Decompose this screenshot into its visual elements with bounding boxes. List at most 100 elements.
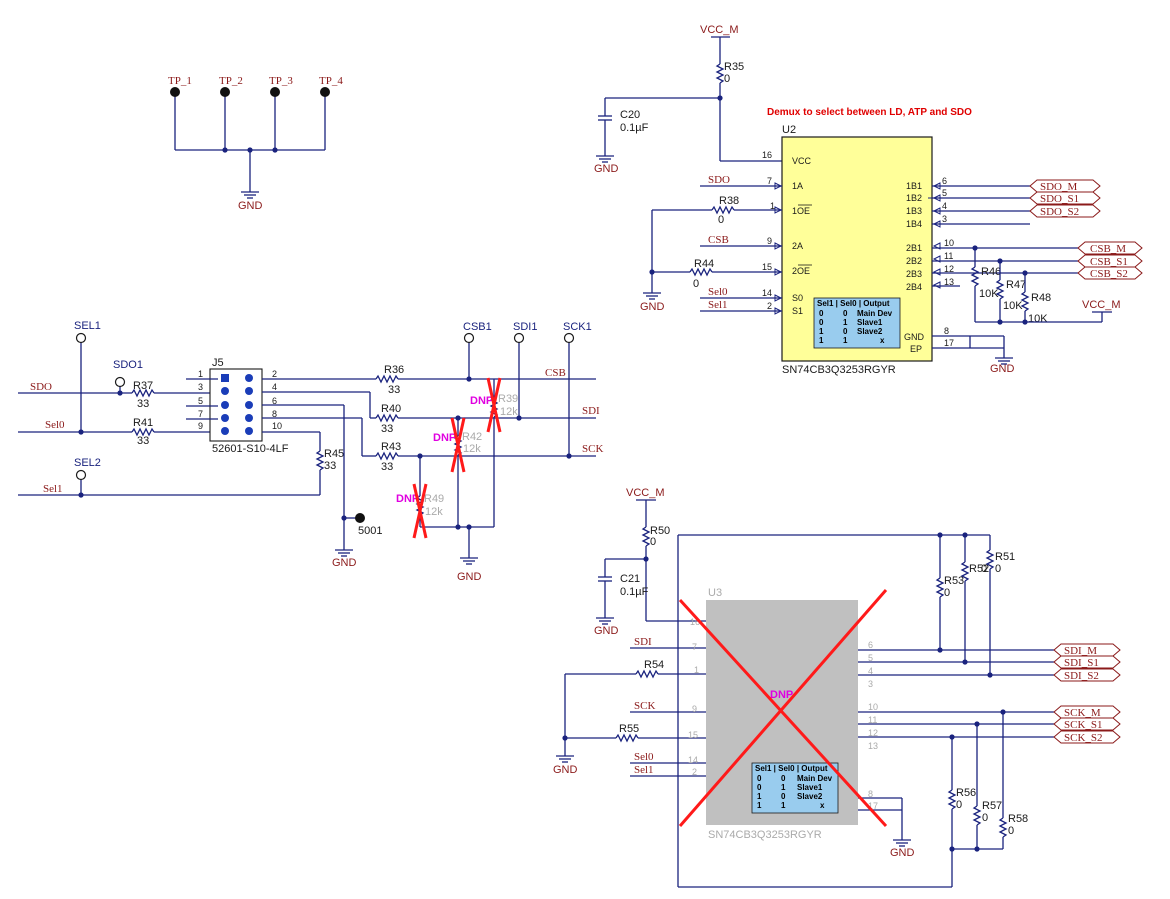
r35-value: 0: [724, 73, 730, 85]
r57-value: 0: [982, 812, 988, 824]
ground-icon: [334, 539, 354, 557]
u2-pin-2b1: 2B1: [906, 243, 922, 253]
u2-num: 17: [944, 338, 954, 348]
net-sdi-s2: SDI_S2: [1064, 670, 1099, 682]
tp-sel2-label: SEL2: [74, 457, 101, 469]
j5-pin: 6: [272, 396, 277, 406]
r47-value: 10K: [1003, 300, 1023, 312]
net-csb-s2: CSB_S2: [1090, 268, 1128, 280]
u3-num: 8: [868, 789, 873, 799]
r42-ref: R42: [462, 431, 482, 443]
tt-cell: Slave1: [797, 783, 823, 792]
gnd-label: GND: [332, 557, 357, 569]
tp2-label: TP_2: [219, 75, 243, 87]
tt-cell: 0: [843, 327, 848, 336]
r42-value: 12k: [463, 443, 481, 455]
r58-value: 0: [1008, 825, 1014, 837]
test-point: [75, 469, 87, 481]
u3-ref: U3: [708, 587, 722, 599]
r46-value: 10K: [979, 288, 999, 300]
j5-header: [209, 368, 263, 442]
sdi-s2-port: SDI_S2: [1053, 668, 1121, 682]
r58-ref: R58: [1008, 813, 1028, 825]
sck-s2-port: SCK_S2: [1053, 730, 1121, 744]
j5-pin: 9: [198, 421, 203, 431]
tt-cell: x: [880, 336, 885, 345]
r50-resistor: [641, 526, 651, 547]
r36-ref: R36: [384, 364, 404, 376]
r58-resistor: [998, 817, 1008, 838]
u3-num: 6: [868, 640, 873, 650]
r53-value: 0: [944, 587, 950, 599]
c21-value: 0.1µF: [620, 586, 649, 598]
u3-num: 11: [868, 715, 877, 725]
u2-pin-2oe: 2OE: [792, 266, 810, 276]
u2-pin-1oe: 1OE: [792, 206, 810, 216]
j5-pin: 4: [272, 382, 277, 392]
u2-num: 6: [942, 176, 947, 186]
r55-resistor: [615, 733, 639, 743]
r41-resistor: [131, 427, 155, 437]
test-point-group: TP_1 TP_2 TP_3 TP_4 GND: [168, 75, 343, 212]
j5-pin: 7: [198, 409, 203, 419]
test-point-dot: [170, 87, 180, 97]
net-sck-s1: SCK_S1: [1064, 719, 1103, 731]
tp-sdi1-label: SDI1: [513, 321, 537, 333]
r52-resistor: [960, 561, 970, 582]
ground-icon: [459, 547, 479, 565]
j5-part: 52601-S10-4LF: [212, 443, 289, 455]
csb-m-port: CSB_M: [1077, 241, 1143, 255]
r37-value: 33: [137, 398, 149, 410]
u2-ref: U2: [782, 124, 796, 136]
tt-cell: 0: [781, 774, 786, 783]
truth-table: [813, 297, 901, 349]
truth-table-header: Sel1 | Sel0 | Output: [755, 764, 828, 773]
u2-num: 5: [942, 188, 947, 198]
u2-num: 9: [767, 236, 772, 246]
tt-cell: 1: [781, 783, 786, 792]
u2-num: 12: [944, 264, 954, 274]
tp3-label: TP_3: [269, 75, 293, 87]
j5-pin: 1: [198, 369, 203, 379]
r35-resistor: [715, 63, 725, 84]
tt-cell: Main Dev: [797, 774, 833, 783]
net-sdo-s1: SDO_S1: [1040, 193, 1079, 205]
csb-s2-port: CSB_S2: [1077, 266, 1143, 280]
net-csb-label: CSB: [708, 234, 729, 246]
net-sdo-m: SDO_M: [1040, 181, 1078, 193]
j5-pin: 5: [198, 396, 203, 406]
u2-right-wiring: SDO_M SDO_S1 SDO_S2 CSB_M CSB_S1 CSB_S2: [928, 179, 1143, 375]
r51-value: 0: [995, 563, 1001, 575]
vcc-label: VCC_M: [1082, 299, 1121, 311]
r53-resistor: [935, 577, 945, 598]
ground-icon: [994, 347, 1014, 365]
tp-sel1-label: SEL1: [74, 320, 101, 332]
csb-s1-port: CSB_S1: [1077, 254, 1143, 268]
u3-num: 17: [868, 801, 878, 811]
r49-value: 12k: [425, 506, 443, 518]
u2-num: 10: [944, 238, 954, 248]
dnp-cross-icon: [450, 417, 466, 473]
tp4-label: TP_4: [319, 75, 343, 87]
test-point: [563, 332, 575, 344]
u3-num: 3: [868, 679, 873, 689]
tt-cell: 0: [819, 318, 824, 327]
ground-icon: [595, 145, 615, 163]
u2-pin-s1: S1: [792, 306, 803, 316]
u3-num: 13: [868, 741, 878, 751]
net-csb-s1: CSB_S1: [1090, 256, 1128, 268]
u2-num: 16: [762, 150, 772, 160]
u2-part: SN74CB3Q3253RGYR: [782, 364, 896, 376]
vcc-label: VCC_M: [700, 24, 739, 36]
u3-num: 10: [868, 702, 878, 712]
u2-pin-2b4: 2B4: [906, 282, 922, 292]
test-point: [114, 376, 126, 388]
r56-ref: R56: [956, 787, 976, 799]
tt-cell: 0: [757, 774, 762, 783]
tt-cell: 1: [843, 336, 848, 345]
sdo-m-port: SDO_M: [1029, 179, 1101, 193]
r47-ref: R47: [1006, 279, 1026, 291]
r38-ref: R38: [719, 195, 739, 207]
u2-ic: U2 SN74CB3Q3253RGYR VCC 1A 1OE 2A 2OE S0…: [762, 124, 954, 376]
